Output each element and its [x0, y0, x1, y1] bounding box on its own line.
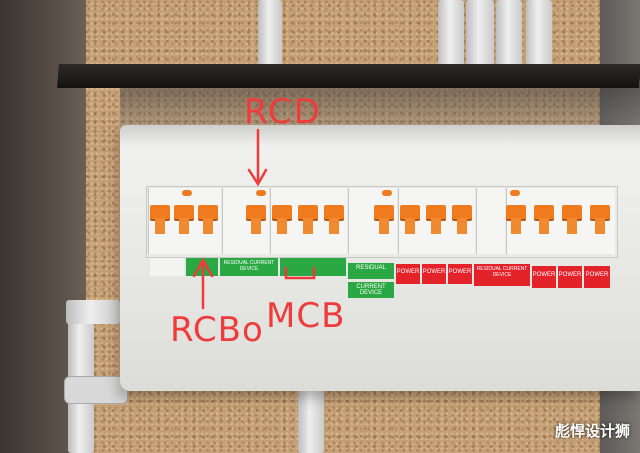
label-blank [150, 258, 184, 276]
conduit-pipe [496, 0, 522, 70]
breaker-toggle [452, 205, 472, 219]
mcb-brace [284, 266, 316, 280]
label-current-device: CURRENT DEVICE [348, 282, 394, 298]
conduit-pipe [526, 0, 552, 70]
lid-underside [120, 86, 640, 146]
rcd-module [222, 188, 269, 254]
conduit-pipe [258, 0, 282, 70]
pipe-clip [64, 376, 128, 404]
label-residual: RESIDUAL [348, 263, 394, 279]
breaker-toggle [562, 205, 582, 219]
label-residual-current-device: RESIDUAL CURRENT DEVICE [474, 264, 530, 286]
breaker-toggle [324, 205, 344, 219]
label-power: POWER [396, 264, 420, 284]
conduit-pipe [298, 388, 324, 453]
breaker-toggle [590, 205, 610, 219]
rcd-annotation: RCD [244, 92, 322, 132]
label-rcd-device: RESIDUAL CURRENT DEVICE [220, 258, 278, 276]
breaker-toggle [374, 205, 394, 219]
breaker-toggle [534, 205, 554, 219]
test-button [182, 190, 192, 196]
breaker-toggle [400, 205, 420, 219]
label-power: POWER [558, 266, 582, 288]
test-button [382, 190, 392, 196]
conduit-pipe [66, 300, 120, 324]
breaker-toggle [198, 205, 218, 219]
label-power: POWER [448, 264, 472, 284]
breaker-toggle [246, 205, 266, 219]
watermark-text: 彪悍设计狮 [554, 423, 630, 440]
test-button [510, 190, 520, 196]
conduit-pipe [466, 0, 494, 70]
breaker-toggle [298, 205, 318, 219]
label-mcb [280, 258, 346, 276]
conduit-pipe [438, 0, 464, 70]
rcd-arrowhead [247, 168, 268, 187]
breaker-toggle [426, 205, 446, 219]
breaker-toggle [150, 205, 170, 219]
breaker-toggle [174, 205, 194, 219]
rcbo-annotation: RCBo [170, 310, 264, 350]
label-power: POWER [532, 266, 556, 288]
rcd-module [476, 188, 505, 254]
label-power: POWER [584, 266, 610, 288]
label-power: POWER [422, 264, 446, 284]
mcb-annotation: MCB [266, 296, 346, 336]
breaker-toggle [506, 205, 526, 219]
rcbo-arrowhead [192, 257, 214, 278]
breaker-toggle [272, 205, 292, 219]
test-button [256, 190, 266, 196]
